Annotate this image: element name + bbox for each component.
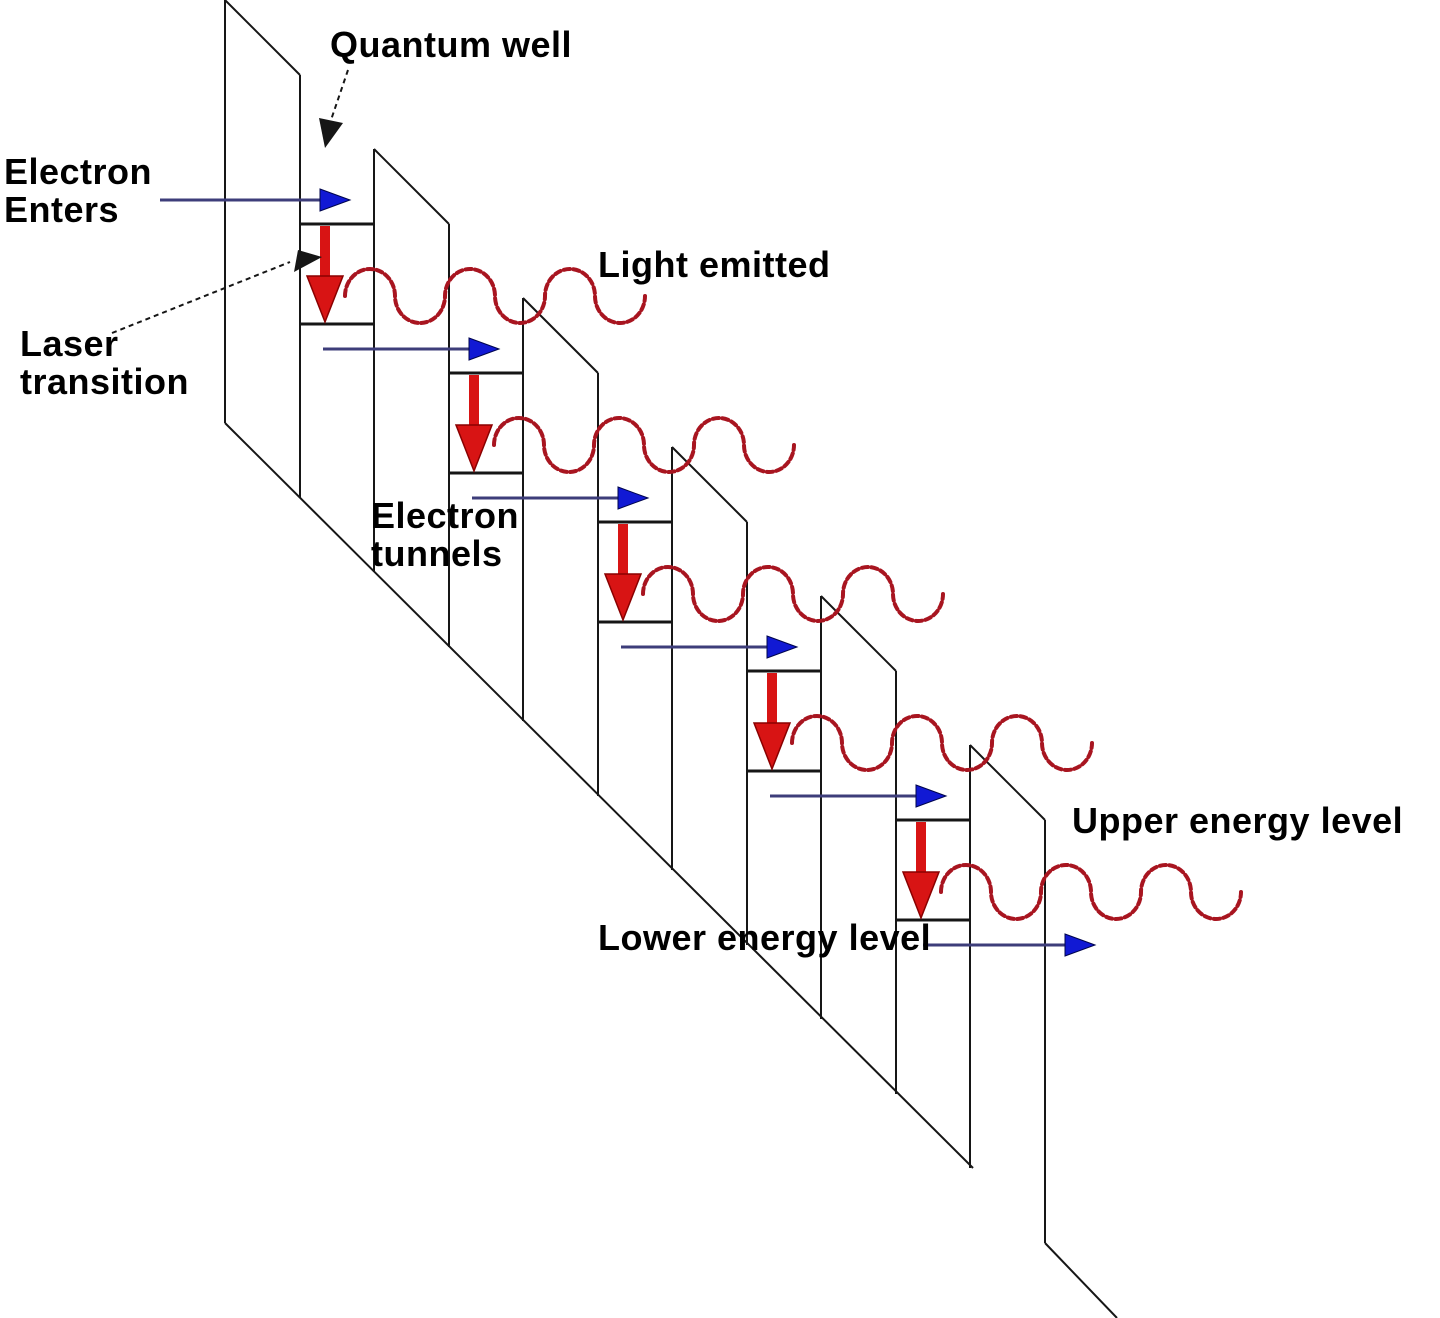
label-quantum-well: Quantum well — [330, 24, 572, 65]
electron-arrow-head — [1064, 933, 1097, 957]
laser-transition-arrows — [305, 226, 941, 921]
laser-transition-pointer — [111, 250, 322, 334]
electron-enters-arrow — [160, 188, 352, 212]
laser-transition-arrow-5 — [901, 822, 941, 921]
barrier-sheet-4 — [671, 446, 748, 945]
label-lower-energy-level: Lower energy level — [598, 917, 931, 958]
sheet-top-slant — [969, 744, 1046, 821]
electron-arrow-head — [468, 337, 501, 361]
barrier-sheet-6 — [969, 744, 1046, 1243]
laser-transition-arrow-1 — [305, 226, 345, 325]
laser-arrow-head — [454, 424, 494, 474]
label-electron-enters-1: Electron — [4, 151, 152, 192]
label-electron-tunnels-1: Electron — [371, 495, 519, 536]
label-upper-energy-level: Upper energy level — [1072, 800, 1403, 841]
cascade-bottom-edge — [224, 422, 974, 1169]
laser-arrow-head — [901, 871, 941, 921]
sheet-top-slant — [820, 595, 897, 672]
barrier-sheet-3 — [522, 297, 599, 796]
quantum-well-5 — [896, 818, 970, 922]
electron-arrow-head — [915, 784, 948, 808]
quantum-well-1 — [300, 222, 374, 326]
barrier-sheet-5 — [820, 595, 897, 1094]
laser-arrow-head — [305, 275, 345, 325]
electron-arrow-head — [319, 188, 352, 212]
electron-tunnel-arrow-1 — [323, 337, 501, 361]
photon-wave-1 — [343, 267, 647, 325]
diagram-labels: Quantum well Electron Enters Laser trans… — [4, 24, 1403, 958]
label-electron-enters-2: Enters — [4, 189, 119, 230]
electron-arrow-head — [766, 635, 799, 659]
photon-waves — [343, 267, 1243, 921]
electron-tunnel-arrow-4 — [770, 784, 948, 808]
barrier-sheet-1 — [224, 0, 301, 498]
electron-tunnel-arrow-3 — [621, 635, 799, 659]
photon-wave-2 — [492, 416, 796, 474]
sheet-top-slant — [224, 0, 301, 76]
sheet-top-slant — [373, 148, 450, 225]
electron-arrow-head — [617, 486, 650, 510]
label-laser-transition-1: Laser — [20, 323, 119, 364]
cascade-bottom-edge-tail — [1044, 1242, 1118, 1318]
label-electron-tunnels-2: tunnels — [371, 533, 503, 574]
laser-transition-arrow-3 — [603, 524, 643, 623]
laser-transition-pointer-arrowhead-icon — [294, 250, 322, 272]
quantum-well-3 — [598, 520, 672, 624]
electron-tunnel-arrow-2 — [472, 486, 650, 510]
label-light-emitted: Light emitted — [598, 244, 830, 285]
laser-transition-arrow-4 — [752, 673, 792, 772]
quantum-wells — [300, 222, 970, 922]
barrier-sheets — [224, 0, 1118, 1318]
photon-wave-3 — [641, 565, 945, 623]
laser-transition-arrow-2 — [454, 375, 494, 474]
quantum-well-pointer-line — [330, 69, 349, 121]
electron-arrows — [160, 188, 1097, 957]
laser-transition-pointer-line — [111, 261, 291, 334]
photon-wave-5 — [939, 863, 1243, 921]
sheet-top-slant — [671, 446, 748, 523]
sheet-top-slant — [522, 297, 599, 374]
electron-exits-arrow — [923, 933, 1097, 957]
quantum-well-4 — [747, 669, 821, 773]
label-laser-transition-2: transition — [20, 361, 189, 402]
photon-wave-4 — [790, 714, 1094, 772]
quantum-well-pointer — [319, 69, 349, 148]
laser-arrow-head — [752, 722, 792, 772]
quantum-well-pointer-arrowhead-icon — [319, 118, 343, 148]
quantum-well-2 — [449, 371, 523, 475]
barrier-sheet-2 — [373, 148, 450, 647]
laser-arrow-head — [603, 573, 643, 623]
